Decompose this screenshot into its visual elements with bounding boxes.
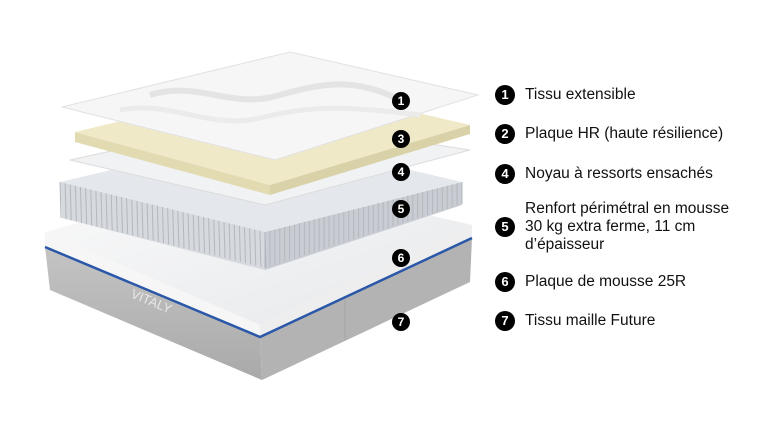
legend-label: Noyau à ressorts ensachés bbox=[525, 165, 713, 182]
marker-5: 5 bbox=[392, 200, 410, 218]
number-badge: 2 bbox=[495, 124, 515, 144]
number-badge: 4 bbox=[495, 164, 515, 184]
number-badge: 1 bbox=[495, 85, 515, 105]
marker-1: 1 bbox=[392, 92, 410, 110]
top-fabric-layer bbox=[61, 51, 480, 161]
marker-3: 3 bbox=[392, 130, 410, 148]
number-badge: 6 bbox=[495, 272, 515, 292]
legend-label: Plaque HR (haute résilience) bbox=[525, 125, 724, 142]
legend-label: Plaque de mousse 25R bbox=[525, 273, 687, 290]
legend-label: Renfort périmétral en mousse 30 kg extra… bbox=[525, 200, 730, 253]
legend-label: Tissu maille Future bbox=[525, 312, 656, 329]
legend-item-4: 4 Noyau à ressorts ensachés bbox=[495, 164, 713, 184]
legend-item-7: 7 Tissu maille Future bbox=[495, 311, 655, 331]
marker-4: 4 bbox=[392, 163, 410, 181]
marker-6: 6 bbox=[392, 249, 410, 267]
legend-label: Tissu extensible bbox=[525, 86, 636, 103]
legend-item-5: 5 Renfort périmétral en mousse 30 kg extr… bbox=[495, 200, 729, 254]
legend-item-1: 1 Tissu extensible bbox=[495, 85, 636, 105]
number-badge: 5 bbox=[495, 217, 515, 237]
marker-7: 7 bbox=[392, 313, 410, 331]
number-badge: 7 bbox=[495, 311, 515, 331]
legend-item-2: 2 Plaque HR (haute résilience) bbox=[495, 124, 723, 144]
legend-item-6: 6 Plaque de mousse 25R bbox=[495, 272, 686, 292]
